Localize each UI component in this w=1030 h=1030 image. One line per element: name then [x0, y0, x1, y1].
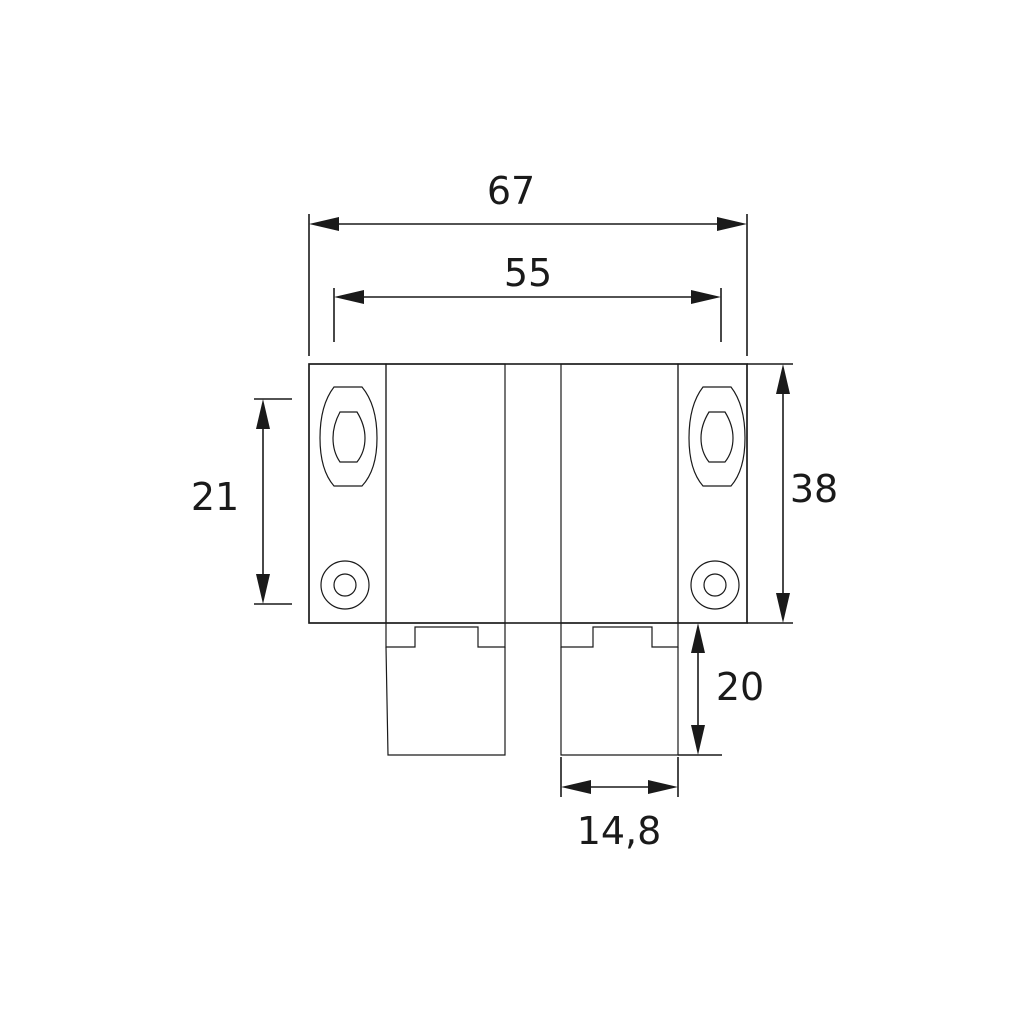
dimension-overall-width: 67 — [308, 169, 748, 356]
right-tongue — [560, 363, 679, 756]
dimension-hole-vertical: 21 — [191, 398, 292, 605]
left-round-hole-outer — [320, 560, 370, 610]
dimension-label-55: 55 — [504, 251, 552, 295]
left-round-hole-inner — [333, 573, 357, 597]
dimension-label-67: 67 — [487, 169, 535, 213]
dimension-tongue-length: 20 — [678, 623, 764, 756]
right-round-hole-outer — [690, 560, 740, 610]
right-slot-inner — [700, 411, 734, 463]
dimension-label-38: 38 — [790, 467, 838, 511]
dimension-label-21: 21 — [191, 475, 239, 519]
left-tongue — [385, 363, 506, 756]
left-slot-outer — [319, 386, 378, 487]
left-slot-inner — [332, 411, 366, 463]
dimension-hole-spacing: 55 — [333, 251, 722, 342]
dimension-label-14-8: 14,8 — [577, 809, 662, 853]
dimension-label-20: 20 — [716, 665, 764, 709]
right-round-hole-inner — [703, 573, 727, 597]
dimension-height: 38 — [747, 363, 838, 624]
base-plate — [308, 363, 748, 624]
dimension-tongue-width: 14,8 — [560, 757, 679, 853]
right-slot-outer — [688, 386, 746, 487]
